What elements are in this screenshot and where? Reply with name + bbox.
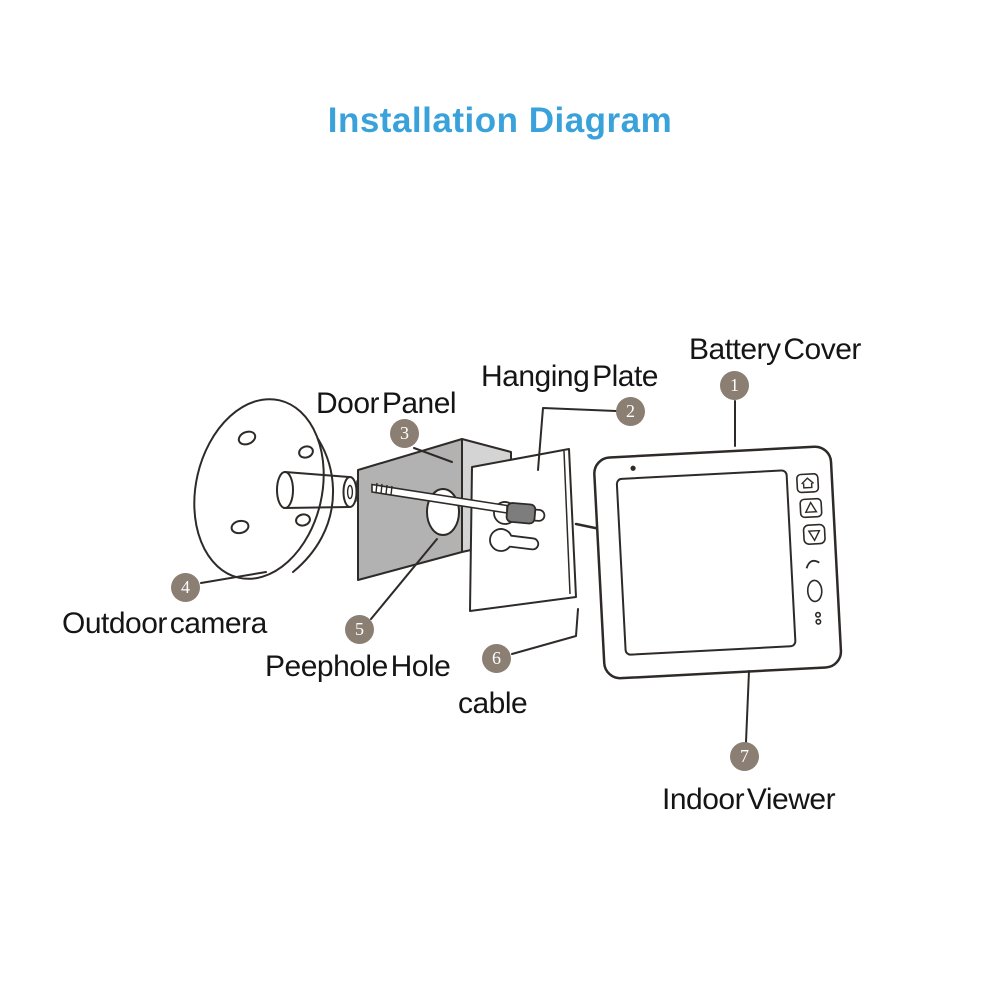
screw-hole [237, 430, 257, 446]
keyhole-slot [489, 528, 540, 552]
hanging-plate-fold [563, 450, 571, 595]
mic-hole-bottom [815, 618, 822, 625]
leader-peephole-hole [370, 538, 438, 620]
indoor-viewer-badge: 7 [730, 742, 759, 771]
barrel-bottom-line [283, 506, 350, 509]
screw-head [505, 502, 537, 525]
leader-lines [200, 400, 750, 743]
screw-drawing [371, 482, 537, 525]
up-button [799, 497, 823, 519]
hanging-plate-face [469, 448, 577, 612]
viewer-screen [615, 469, 797, 656]
door-panel-label: Door Panel [316, 387, 457, 420]
barrel-base [276, 471, 294, 509]
door-panel-front-face [357, 438, 463, 581]
leader-outdoor-camera [200, 571, 267, 584]
indoor-viewer-drawing [593, 445, 843, 680]
triangle-up-icon [804, 501, 818, 514]
down-button [802, 523, 826, 545]
leader-hanging-plate [537, 407, 617, 471]
cable-label: cable [458, 687, 528, 720]
hanging-plate-badge: 2 [616, 397, 645, 426]
barrel-top-line [284, 471, 350, 478]
leader-cable [511, 608, 579, 655]
barrel-tip-hole [346, 484, 354, 500]
door-panel-badge: 3 [390, 419, 419, 448]
indoor-viewer-label: Indoor Viewer [662, 783, 836, 816]
leader-indoor-viewer [745, 670, 750, 743]
hanging-plate-label: Hanging Plate [481, 360, 658, 393]
peephole-hole-label: Peephole Hole [265, 650, 451, 683]
screw-hole [295, 513, 311, 527]
screw-threads [375, 482, 393, 496]
outdoor-camera-label: Outdoor camera [62, 607, 267, 640]
oval-button [806, 579, 823, 603]
cable-badge: 6 [482, 644, 511, 673]
mic-hole-top [815, 611, 822, 618]
leader-door-panel [413, 447, 453, 463]
triangle-down-icon [807, 529, 821, 542]
hook-icon [805, 559, 820, 569]
home-button [796, 473, 820, 494]
screw-hole [298, 445, 314, 459]
hanging-plate-drawing [469, 448, 577, 612]
peephole-hole-badge: 5 [345, 615, 374, 644]
battery-cover-badge: 1 [720, 371, 749, 400]
viewer-camera-dot [630, 465, 636, 471]
battery-cover-label: Battery Cover [689, 333, 861, 366]
page-title: Installation Diagram [327, 101, 673, 140]
outdoor-camera-badge: 4 [171, 573, 200, 602]
screw-hole [230, 519, 250, 535]
outdoor-camera-drawing [193, 398, 373, 580]
disc-face [193, 398, 325, 580]
home-icon [801, 477, 815, 489]
